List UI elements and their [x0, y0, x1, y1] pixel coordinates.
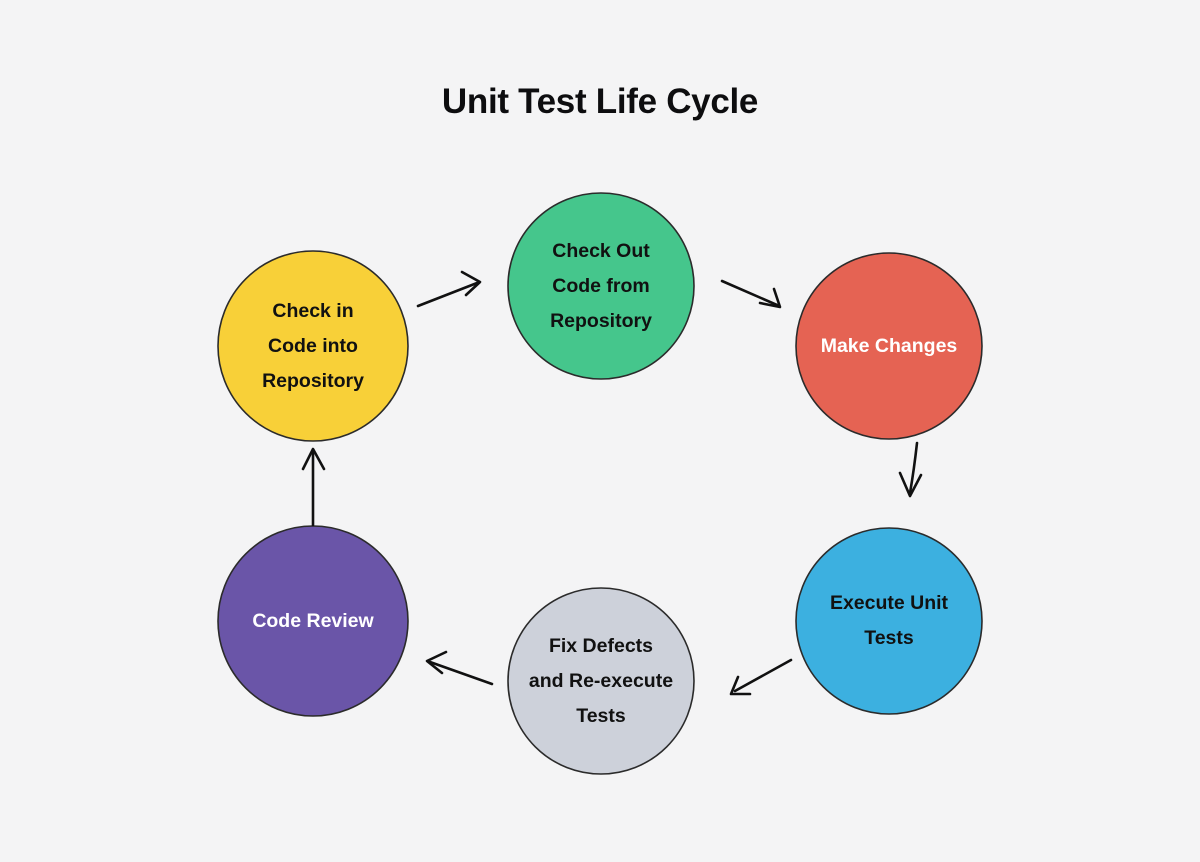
nodes-layer [217, 192, 983, 775]
node-make-changes[interactable] [795, 252, 983, 440]
edge-execute-to-fix [729, 658, 793, 696]
edges-layer [301, 270, 923, 696]
edge-checkout-to-changes [720, 279, 782, 309]
node-code-review[interactable] [217, 525, 409, 717]
page-title: Unit Test Life Cycle [441, 82, 759, 121]
edge-checkin-to-checkout [416, 270, 482, 308]
edge-review-to-checkin [301, 447, 326, 527]
node-check-in-code[interactable] [217, 250, 409, 442]
edge-changes-to-execute [898, 441, 923, 498]
node-execute-unit-tests[interactable] [795, 527, 983, 715]
edge-fix-to-review [425, 650, 494, 686]
node-check-out-code[interactable] [507, 192, 695, 380]
node-fix-defects[interactable] [507, 587, 695, 775]
